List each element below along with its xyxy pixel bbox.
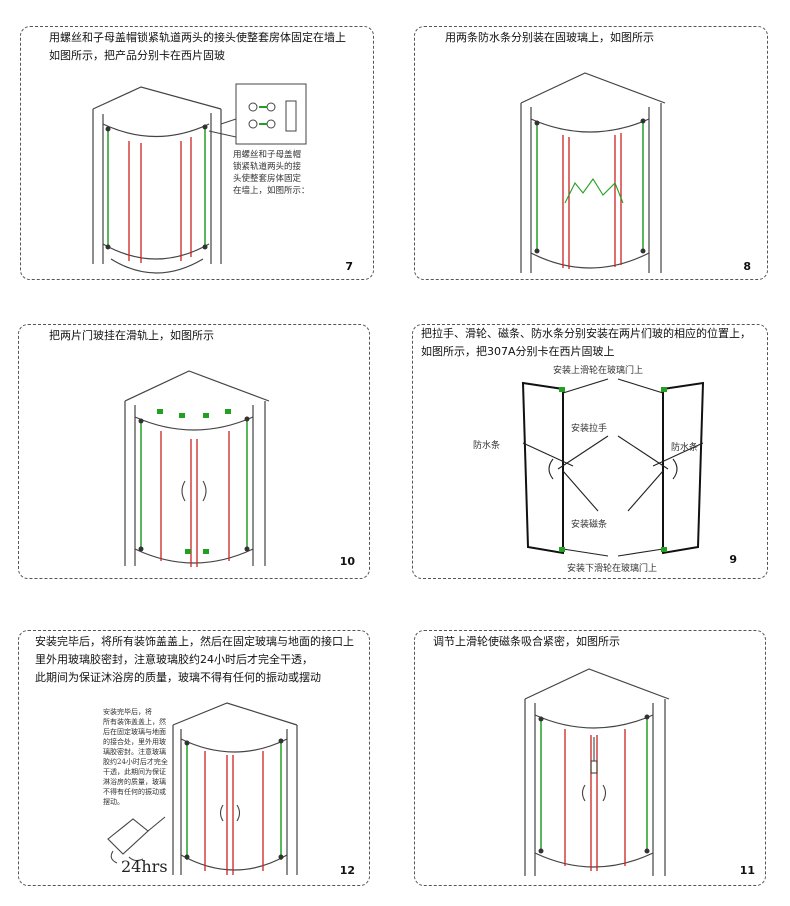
step-11-panel: 调节上滑轮使磁条吸合紧密，如图所示 11	[414, 630, 766, 886]
step-7-caption: 用螺丝和子母盖帽锁紧轨道两头的接头使整套房体固定在墙上 如图所示，把产品分别卡在…	[49, 31, 346, 62]
step-9-label-bottom: 安装下滑轮在玻璃门上	[567, 564, 658, 574]
step-9-number: 9	[729, 553, 737, 566]
step-7-number: 7	[345, 260, 353, 273]
step-12-number: 12	[339, 864, 355, 877]
step-8-panel: 用两条防水条分别装在固玻璃上，如图所示 8	[414, 26, 768, 280]
step-8-number: 8	[743, 260, 751, 273]
step-8-illustration	[520, 72, 666, 273]
step-11-caption: 调节上滑轮使磁条吸合紧密，如图所示	[433, 635, 620, 648]
step-9-label-right-strip: 防水条	[671, 443, 699, 453]
step-11-illustration	[524, 668, 670, 876]
step-12-note: 安装完毕后，将 所有装饰盖盖上，然 后在固定玻璃与地面 的接合处，里外用玻 璃胶…	[103, 708, 168, 806]
step-9-label-top: 安装上滑轮在玻璃门上	[553, 366, 644, 376]
sealant-gun-icon	[107, 816, 166, 864]
step-12-caption: 安装完毕后，将所有装饰盖盖上，然后在固定玻璃与地面的接口上 里外用玻璃胶密封，注…	[35, 635, 354, 684]
step-9-illustration	[521, 378, 705, 557]
step-9-panel: 把拉手、滑轮、磁条、防水条分别安装在两片们玻的相应的位置上， 如图所示，把307…	[412, 324, 768, 579]
step-10-number: 10	[339, 555, 355, 568]
step-10-illustration	[124, 370, 270, 567]
step-7-illustration	[92, 83, 307, 274]
step-12-panel: 安装完毕后，将所有装饰盖盖上，然后在固定玻璃与地面的接口上 里外用玻璃胶密封，注…	[18, 630, 370, 886]
step-9-label-magnet: 安装磁条	[571, 520, 608, 530]
step-9-label-handle: 安装拉手	[571, 424, 608, 434]
step-9-caption: 把拉手、滑轮、磁条、防水条分别安装在两片们玻的相应的位置上， 如图所示，把307…	[421, 327, 751, 358]
step-8-caption: 用两条防水条分别装在固玻璃上，如图所示	[445, 31, 654, 44]
step-7-note: 用螺丝和子母盖帽 锁紧轨道两头的接 头使整套房体固定 在墙上，如图所示：	[233, 150, 310, 196]
step-11-number: 11	[739, 864, 755, 877]
step-9-label-left-strip: 防水条	[473, 441, 501, 451]
step-10-caption: 把两片门玻挂在滑轨上，如图所示	[49, 329, 214, 342]
step-12-illustration	[172, 702, 298, 875]
step-7-panel: 用螺丝和子母盖帽锁紧轨道两头的接头使整套房体固定在墙上 如图所示，把产品分别卡在…	[20, 26, 374, 280]
step-10-panel: 把两片门玻挂在滑轨上，如图所示 10	[18, 324, 370, 579]
step-12-hours: 24hrs	[121, 857, 168, 876]
